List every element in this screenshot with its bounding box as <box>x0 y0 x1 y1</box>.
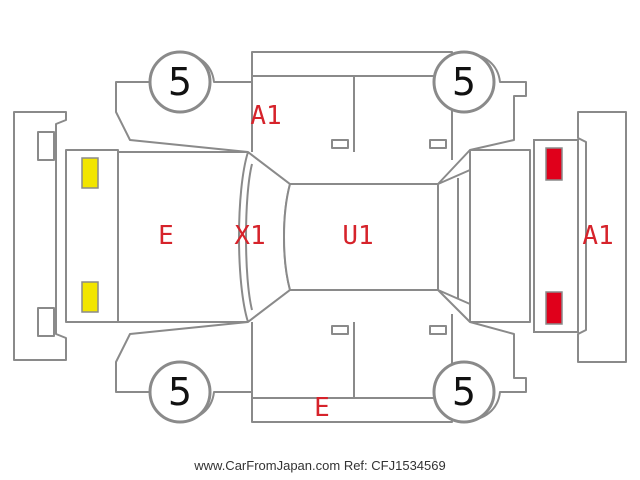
wheel-rear-right: 5 <box>432 360 496 424</box>
svg-text:5: 5 <box>168 60 192 104</box>
rear-bumper <box>577 111 627 363</box>
rear-lamp-panel <box>533 139 579 333</box>
front-bumper <box>13 111 67 361</box>
footer-site: www.CarFromJapan.com <box>194 458 341 473</box>
damage-code-roof: U1 <box>342 221 373 251</box>
front-left-headlamp <box>81 157 99 189</box>
footer-credit: www.CarFromJapan.com Ref: CFJ1534569 <box>0 458 640 473</box>
front-right-headlamp <box>81 281 99 313</box>
footer-ref-label: Ref: <box>343 458 368 473</box>
rear-window-panel <box>437 169 471 305</box>
svg-text:5: 5 <box>452 60 476 104</box>
damage-code-rear-bumper: A1 <box>582 221 613 251</box>
damage-code-upper-door: A1 <box>250 101 281 131</box>
svg-text:5: 5 <box>452 370 476 414</box>
hood-panel <box>117 151 249 323</box>
rear-left-taillamp <box>545 147 563 181</box>
wheel-rear-left: 5 <box>432 50 496 114</box>
tailgate-panel <box>469 149 531 323</box>
svg-text:5: 5 <box>168 370 192 414</box>
damage-code-hood: E <box>158 221 174 251</box>
rear-right-taillamp <box>545 291 563 325</box>
wheel-front-right: 5 <box>148 360 212 424</box>
damage-code-windshield: X1 <box>234 221 265 251</box>
damage-code-lower-sill: E <box>314 393 330 423</box>
footer-ref-value: CFJ1534569 <box>371 458 446 473</box>
wheel-front-left: 5 <box>148 50 212 114</box>
